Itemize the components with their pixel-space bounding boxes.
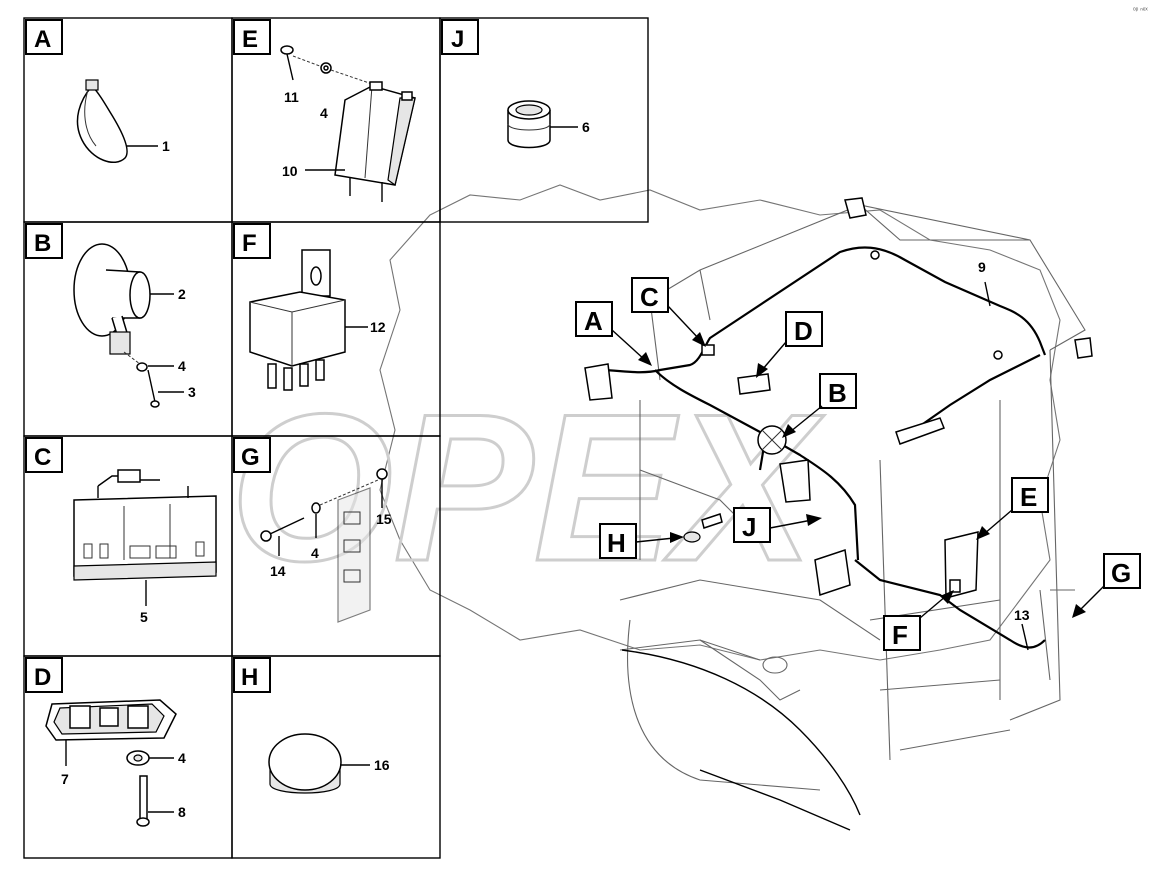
part-4-label-g: 4 [311, 545, 319, 561]
part-14-label: 14 [270, 563, 286, 579]
overview-lamp-a [584, 363, 613, 401]
part-13-label: 13 [1014, 607, 1030, 623]
bolt-14-illustration [260, 517, 305, 556]
panel-f: F 12 [233, 223, 386, 391]
part-2-label: 2 [178, 286, 186, 302]
panel-b: B 2 4 3 [25, 223, 196, 408]
callout-b: B [782, 373, 857, 438]
part-10-label: 10 [282, 163, 298, 179]
svg-text:B: B [828, 378, 847, 408]
panel-b-letter: B [34, 230, 51, 257]
work-lamp-2-illustration [73, 243, 151, 355]
part-8-label: 8 [178, 804, 186, 820]
radio-unit-5-illustration [73, 469, 217, 581]
panel-c-letter: C [34, 444, 51, 471]
callout-g: G [1072, 553, 1141, 618]
overview-relay-c [701, 344, 715, 356]
overview-bracket-j [779, 459, 811, 503]
panel-f-letter: F [242, 230, 257, 257]
part-12-label: 12 [370, 319, 386, 335]
panel-j-frame [439, 17, 649, 223]
part-15-label: 15 [376, 511, 392, 527]
callout-h: H [599, 523, 684, 559]
part-16-label: 16 [374, 757, 390, 773]
watermark-gear [379, 184, 1061, 661]
panel-c: C 5 [25, 437, 217, 625]
part-3-label: 3 [188, 384, 196, 400]
part-4-label-d: 4 [178, 750, 186, 766]
panel-d-letter: D [34, 664, 51, 691]
panel-a: A 1 [25, 19, 170, 163]
part-7-label: 7 [61, 771, 69, 787]
overview-module-g [895, 417, 945, 445]
part-4-label-e: 4 [320, 105, 328, 121]
panel-j-letter: J [451, 26, 464, 53]
overview-relay-f [949, 579, 961, 593]
interior-lamp-7-illustration [45, 699, 177, 741]
callout-e: E [976, 477, 1049, 540]
control-module-10-illustration [334, 81, 416, 202]
callout-f: F [883, 590, 954, 651]
part-11-label: 11 [284, 89, 299, 105]
bolt-8-illustration [136, 775, 150, 827]
panel-a-letter: A [34, 26, 51, 53]
watermark-text: OPEX [230, 370, 824, 605]
panel-h: H 16 [233, 657, 390, 794]
plug-16-illustration [268, 733, 342, 794]
svg-text:J: J [742, 512, 756, 542]
svg-text:C: C [640, 282, 659, 312]
overview-radio [814, 549, 851, 596]
part-1-label: 1 [162, 138, 170, 154]
panel-grid [23, 17, 649, 859]
washer-4-g-illustration [311, 502, 321, 538]
part-5-label: 5 [140, 609, 148, 625]
nut-15-illustration [319, 468, 388, 508]
callout-c: C [631, 277, 706, 347]
part-4-label-b: 4 [178, 358, 186, 374]
relay-12-illustration [249, 249, 346, 391]
panel-g-letter: G [241, 444, 260, 471]
washer-4-d-illustration [126, 750, 150, 766]
svg-text:D: D [794, 316, 813, 346]
callout-a: A [575, 301, 652, 366]
bolt-11-illustration [280, 45, 326, 81]
panel-d: D 7 4 8 [25, 657, 186, 827]
grommet-6-illustration [507, 100, 551, 149]
overview-plug-h [683, 531, 701, 543]
corner-mark: ᵒᵖ ⁿᵉˣ [1133, 7, 1148, 14]
cable-tie-illustration [76, 79, 128, 163]
callouts: A C D B H [575, 277, 1141, 651]
washer-bolt-b-illustration [123, 351, 160, 408]
callout-d: D [756, 311, 823, 378]
overview-lamp-d [737, 373, 771, 395]
panel-e-letter: E [242, 26, 258, 53]
bracket-illustration [337, 487, 371, 623]
svg-text:H: H [607, 528, 626, 558]
main-harness-9 [599, 246, 1047, 374]
svg-text:G: G [1111, 558, 1131, 588]
part-6-label: 6 [582, 119, 590, 135]
callout-j: J [733, 507, 822, 543]
cab-overview: 9 13 [584, 197, 1093, 831]
panel-g: G 15 14 4 [233, 437, 392, 623]
panel-e: E 11 4 10 [233, 19, 416, 202]
svg-text:E: E [1020, 482, 1037, 512]
panel-j: J 6 [441, 19, 590, 149]
svg-text:F: F [892, 620, 908, 650]
panel-h-frame [231, 655, 441, 859]
part-9-label: 9 [978, 259, 986, 275]
watermark: OPEX [229, 184, 1061, 661]
panel-h-letter: H [241, 664, 258, 691]
svg-text:A: A [584, 306, 603, 336]
